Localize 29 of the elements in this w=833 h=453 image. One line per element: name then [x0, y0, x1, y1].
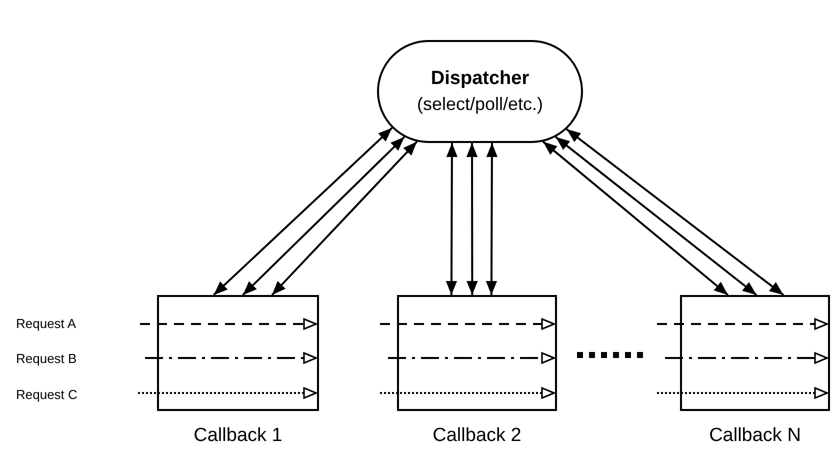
callback-box	[680, 295, 830, 411]
request-arrow	[388, 352, 555, 364]
request-label: Request B	[16, 351, 77, 366]
double-arrow	[242, 136, 406, 296]
request-arrow	[380, 387, 555, 399]
callback-label: Callback N	[709, 425, 801, 447]
double-arrow	[213, 127, 393, 296]
request-arrow	[140, 318, 317, 330]
double-arrow	[486, 143, 498, 295]
request-arrow	[138, 387, 317, 399]
node-subtitle: (select/poll/etc.)	[416, 94, 544, 115]
request-label: Request C	[16, 387, 78, 402]
double-arrow	[542, 140, 729, 296]
request-arrow	[145, 352, 317, 364]
double-arrow	[466, 143, 478, 295]
double-arrow	[566, 128, 784, 296]
request-arrow	[657, 387, 828, 399]
node-title: Dispatcher	[430, 68, 530, 90]
double-arrow	[446, 143, 458, 295]
request-arrow	[665, 352, 828, 364]
callback-label: Callback 1	[194, 425, 282, 447]
request-label: Request A	[16, 316, 76, 331]
request-arrow	[380, 318, 555, 330]
double-arrow	[555, 136, 758, 296]
request-arrow	[657, 318, 828, 330]
callback-box	[157, 295, 319, 411]
double-arrow	[271, 141, 418, 296]
callback-box	[397, 295, 557, 411]
callback-label: Callback 2	[432, 425, 522, 447]
